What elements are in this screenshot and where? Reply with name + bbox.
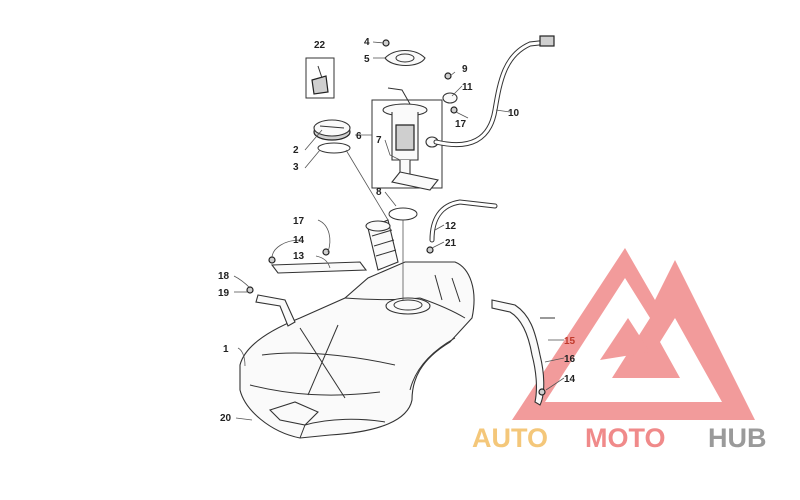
callout-14b: 14 [564, 374, 576, 385]
lock-ring [382, 39, 426, 67]
overflow-hose [426, 199, 498, 254]
fuel-tank [239, 261, 475, 439]
fuel-pump-assembly [371, 87, 443, 191]
watermark-logo [512, 248, 755, 420]
callout-10: 10 [508, 108, 520, 119]
callout-3: 3 [293, 162, 299, 173]
callout-12: 12 [445, 221, 457, 232]
wordmark-part-auto: AUTO [472, 423, 548, 453]
callout-21: 21 [445, 238, 457, 249]
callout-13: 13 [293, 251, 305, 262]
callout-11: 11 [462, 82, 473, 93]
callout-2: 2 [293, 145, 299, 156]
callout-9: 9 [462, 64, 468, 75]
callout-4: 4 [364, 37, 370, 48]
callout-15: 15 [564, 336, 576, 347]
callout-17b: 17 [455, 119, 467, 130]
check-valve [442, 72, 458, 114]
callout-18: 18 [218, 271, 230, 282]
fuel-cap [313, 119, 389, 221]
logo-inner-stroke-icon [600, 318, 650, 360]
wordmark-part-moto: MOTO [585, 423, 666, 453]
wordmark-part-hub: HUB [708, 423, 767, 453]
tank-strap-right [491, 299, 555, 406]
callout-17a: 17 [293, 216, 305, 227]
fuel-sender [305, 57, 335, 99]
pump-seal-ring [388, 207, 418, 221]
callout-20: 20 [220, 413, 232, 424]
callout-labels: 1 2 3 4 5 6 7 8 9 10 11 12 13 14 14 15 1… [218, 37, 576, 424]
callout-8: 8 [376, 187, 382, 198]
callout-22: 22 [314, 40, 326, 51]
watermark-wordmark: AUTO MOTO HUB [472, 423, 767, 453]
callout-7: 7 [376, 135, 382, 146]
callout-1: 1 [223, 344, 229, 355]
callout-14a: 14 [293, 235, 305, 246]
leader-lines [233, 41, 565, 421]
filler-neck [365, 219, 399, 271]
callout-19: 19 [218, 288, 230, 299]
callout-6: 6 [356, 131, 362, 142]
callout-16: 16 [564, 354, 576, 365]
vent-hose [433, 35, 555, 148]
callout-5: 5 [364, 54, 370, 65]
